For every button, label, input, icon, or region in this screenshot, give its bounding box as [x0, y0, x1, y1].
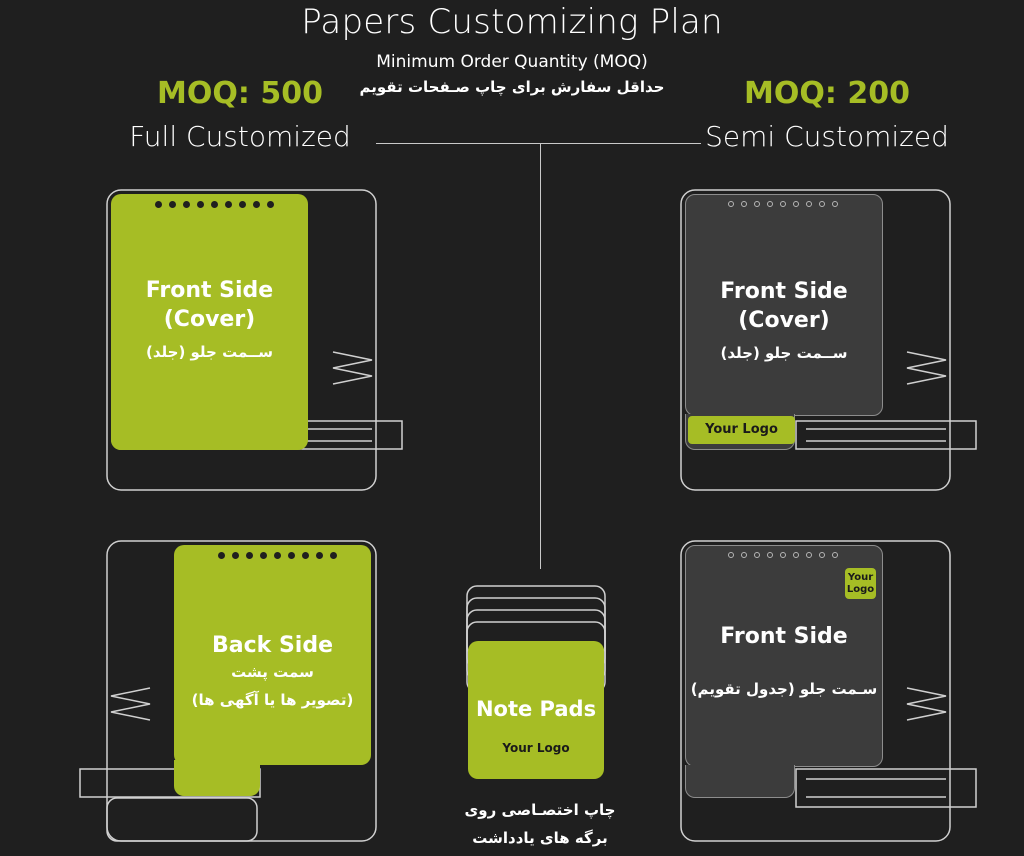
card-persian-label: سـمت جلو (جدول تقویم) — [690, 680, 878, 698]
binding-holes — [214, 552, 340, 559]
page-title: Papers Customizing Plan — [301, 2, 723, 42]
note-pads-title: Note Pads — [475, 697, 597, 721]
connector-line-left — [376, 143, 541, 144]
connector-line-right — [541, 143, 701, 144]
card-title: Front Side — [145, 278, 274, 303]
card-title-sub: (Cover) — [163, 307, 256, 332]
semi-front-table-bottom — [685, 765, 795, 798]
note-pads-persian-caption: چاپ اختصـاصی روی برگه های یادداشت — [464, 801, 616, 847]
stand-fold-bottom-left — [110, 687, 151, 721]
card-persian-label: ســمت جلو (جلد) — [720, 344, 848, 362]
moq-subtitle: Minimum Order Quantity (MOQ) — [376, 52, 648, 72]
binding-holes — [724, 201, 841, 207]
semi-front-cover-card: Front Side (Cover) ســمت جلو (جلد) — [685, 194, 883, 416]
binding-holes — [724, 552, 841, 558]
card-persian-label: ســمت جلو (جلد) — [145, 343, 274, 361]
moq-semi: MOQ: 200 — [744, 76, 910, 111]
card-title-sub: (Cover) — [738, 308, 830, 333]
stand-outline-top-left — [106, 189, 377, 491]
stand-fold-top-left — [332, 351, 373, 385]
moq-full: MOQ: 500 — [157, 76, 323, 111]
full-back-side-card: Back Side سمت پشت (تصویر ها یا آگهی ها) — [174, 545, 371, 765]
stand-tab-bottom-left — [79, 768, 261, 798]
full-back-side-bottom — [174, 760, 260, 796]
your-logo-badge: Your Logo — [688, 416, 795, 444]
binding-holes — [151, 201, 277, 208]
stand-tab-top-right — [795, 420, 977, 450]
card-title: Front Side — [720, 624, 848, 649]
plan-semi-label: Semi Customized — [705, 120, 949, 153]
full-front-cover-bottom — [111, 414, 222, 450]
note-pads-logo: Your Logo — [502, 741, 570, 755]
stand-outline-top-right — [680, 189, 951, 491]
stand-fold-top-right — [906, 351, 947, 385]
card-persian-label-sub: (تصویر ها یا آگهی ها) — [191, 691, 354, 709]
note-pads-card: Note Pads Your Logo — [468, 641, 604, 779]
your-logo-small-badge: Your Logo — [845, 568, 876, 599]
moq-subtitle-persian: حداقل سفارش برای چاپ صـفحات تقویم — [359, 78, 665, 96]
card-title: Back Side — [212, 633, 333, 658]
card-persian-label: سمت پشت — [231, 663, 314, 681]
stand-outline-bottom-right — [680, 540, 951, 842]
connector-line-down — [540, 143, 541, 569]
stand-tab-bottom-right — [795, 768, 977, 808]
stand-fold-bottom-right — [906, 687, 947, 721]
plan-full-label: Full Customized — [129, 120, 351, 153]
card-title: Front Side — [720, 279, 848, 304]
full-front-cover-card: Front Side (Cover) ســمت جلو (جلد) — [111, 194, 308, 450]
